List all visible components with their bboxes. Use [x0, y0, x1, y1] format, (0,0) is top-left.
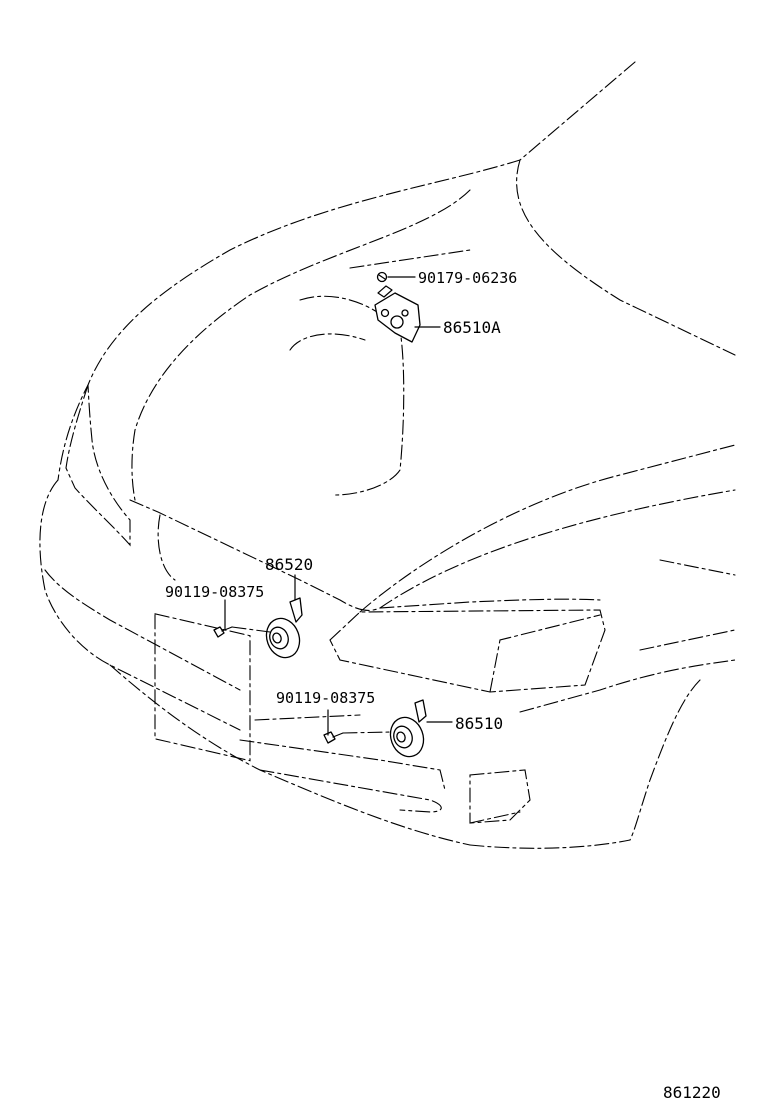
- nut-upper: [376, 271, 388, 283]
- label-horn-high: 86510: [455, 714, 503, 733]
- horn-low: [265, 597, 303, 659]
- label-horn-assy-upper: 86510A: [443, 318, 501, 337]
- license-plate-outline: [154, 613, 251, 762]
- horn-bracket-assy-upper: [374, 285, 421, 343]
- bolt-right: [323, 731, 344, 744]
- car-body-outline: [39, 61, 736, 849]
- label-bolt-right: 90119-08375: [276, 689, 375, 707]
- figure-code: 861220: [663, 1083, 721, 1102]
- label-horn-low: 86520: [265, 555, 313, 574]
- horn-high: [389, 699, 427, 758]
- label-bolt-left: 90119-08375: [165, 583, 264, 601]
- leader-lines: [224, 276, 453, 736]
- label-nut-upper: 90179-06236: [418, 269, 517, 287]
- bolt-left: [213, 626, 233, 638]
